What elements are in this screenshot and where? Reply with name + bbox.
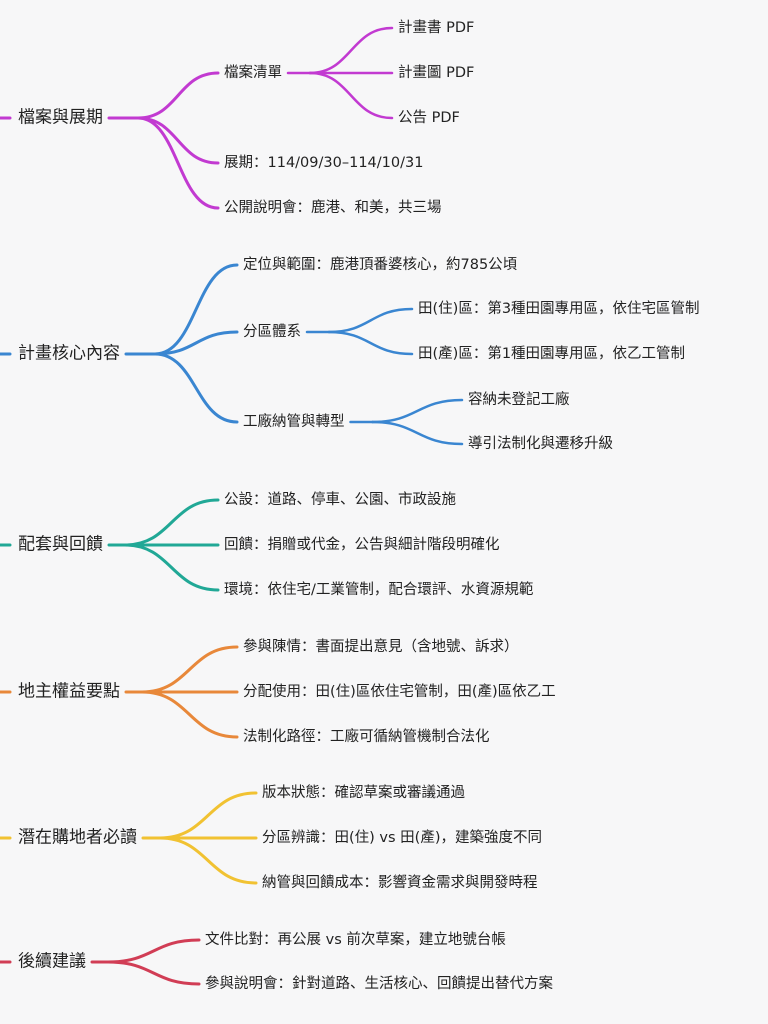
topic-node: 配套與回饋 (18, 534, 103, 555)
leaf-node: 計畫圖 PDF (398, 64, 475, 81)
subtopic-node: 文件比對：再公展 vs 前次草案，建立地號台帳 (205, 931, 506, 948)
subtopic-node: 公設：道路、停車、公園、市政設施 (224, 491, 456, 508)
topic-node: 地主權益要點 (18, 681, 120, 702)
subtopic-node: 檔案清單 (224, 64, 282, 81)
branch-connector (136, 116, 220, 210)
subtopic-node: 環境：依住宅/工業管制，配合環評、水資源規範 (224, 581, 534, 598)
topic-node: 計畫核心內容 (18, 343, 120, 364)
branch-connector (136, 71, 220, 120)
leaf-connector (308, 71, 394, 120)
leaf-connector (308, 26, 394, 75)
subtopic-node: 分區體系 (243, 323, 301, 340)
subtopic-node: 工廠納管與轉型 (243, 413, 345, 430)
subtopic-node: 公開說明會：鹿港、和美，共三場 (224, 199, 442, 216)
leaf-node: 計畫書 PDF (398, 19, 475, 36)
subtopic-node: 分配使用：田(住)區依住宅管制，田(產)區依乙工 (243, 683, 556, 700)
leaf-connector (327, 330, 414, 356)
subtopic-node: 分區辨識：田(住) vs 田(產)，建築強度不同 (262, 829, 542, 846)
leaf-node: 導引法制化與遷移升級 (468, 435, 613, 452)
branch-connector (123, 543, 220, 592)
branch-connector (140, 690, 239, 739)
topic-node: 檔案與展期 (18, 107, 103, 128)
leaf-node: 公告 PDF (398, 109, 460, 126)
subtopic-node: 回饋：捐贈或代金，公告與細計階段明確化 (224, 536, 500, 553)
subtopic-node: 展期：114/09/30–114/10/31 (224, 154, 424, 171)
topic-node: 潛在購地者必讀 (18, 827, 137, 848)
leaf-node: 田(住)區：第3種田園專用區，依住宅區管制 (418, 300, 700, 317)
leaf-node: 容納未登記工廠 (468, 391, 570, 408)
branch-connector (106, 960, 201, 986)
topic-node: 後續建議 (18, 951, 86, 972)
subtopic-node: 參與陳情：書面提出意見（含地號、訴求） (243, 638, 519, 655)
leaf-connector (327, 307, 414, 334)
branch-connector (140, 645, 239, 694)
branch-connector (136, 116, 220, 165)
subtopic-node: 定位與範圍：鹿港頂番婆核心，約785公頃 (243, 256, 518, 273)
branch-connector (153, 352, 239, 424)
branch-connector (106, 938, 201, 964)
subtopic-node: 版本狀態：確認草案或審議通過 (262, 784, 465, 801)
branch-connector (158, 791, 258, 840)
subtopic-node: 法制化路徑：工廠可循納管機制合法化 (243, 728, 490, 745)
subtopic-node: 納管與回饋成本：影響資金需求與開發時程 (262, 874, 538, 891)
leaf-node: 田(產)區：第1種田園專用區，依乙工管制 (418, 345, 686, 362)
branch-connector (153, 263, 239, 356)
branch-connector (153, 330, 239, 356)
subtopic-node: 參與說明會：針對道路、生活核心、回饋提出替代方案 (205, 975, 553, 992)
branch-connector (158, 836, 258, 885)
branch-connector (123, 498, 220, 547)
leaf-connector (371, 420, 464, 446)
leaf-connector (371, 398, 464, 424)
